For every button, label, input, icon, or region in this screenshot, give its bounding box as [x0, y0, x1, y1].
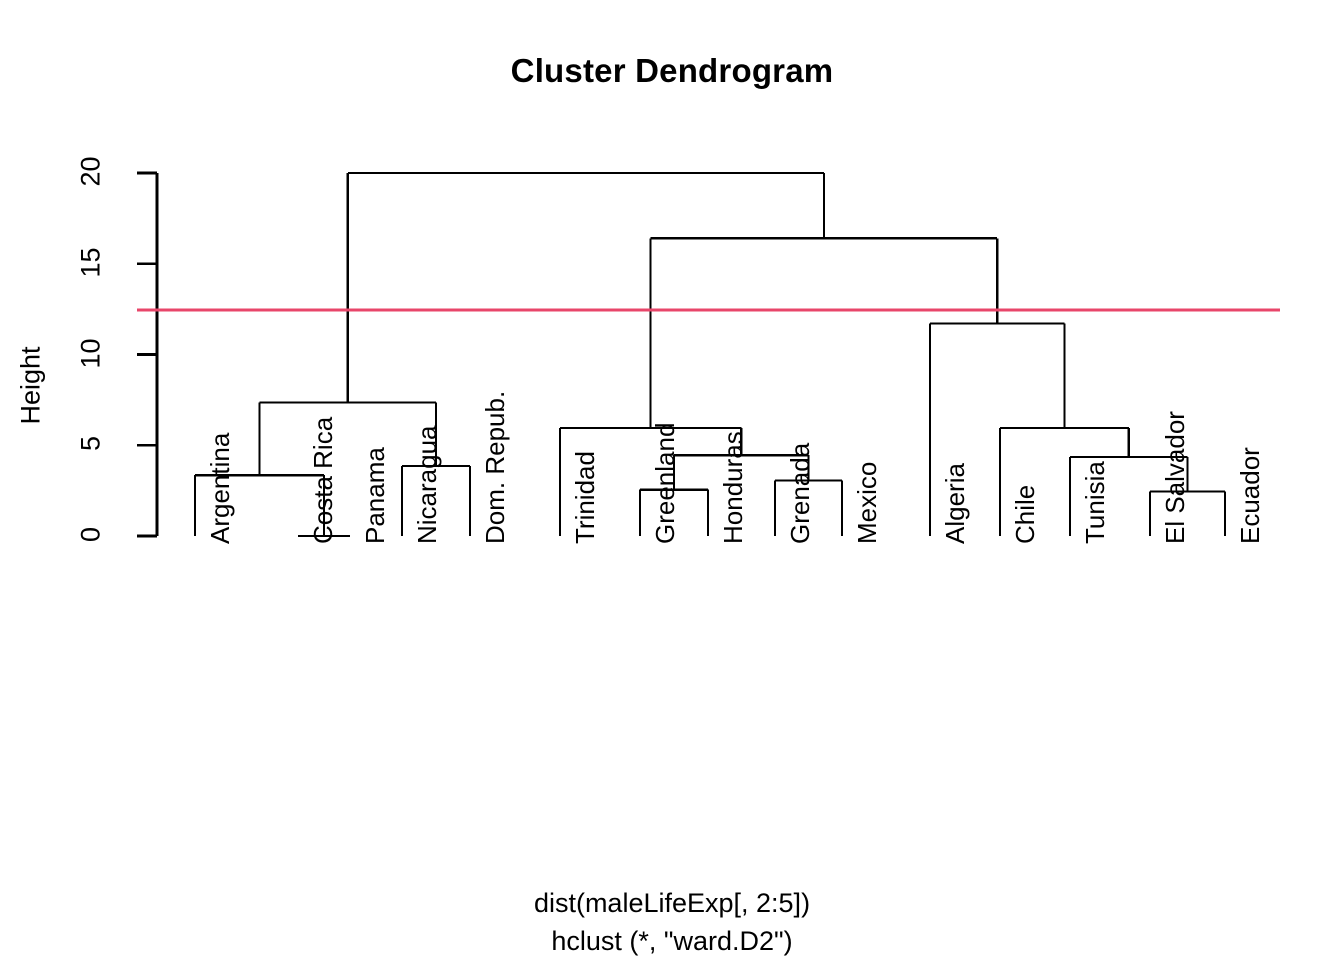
caption-line-2: hclust (*, "ward.D2") — [551, 926, 793, 956]
caption-line-1: dist(maleLifeExp[, 2:5]) — [533, 888, 811, 918]
page-title: Cluster Dendrogram — [510, 52, 834, 89]
plot-caption: dist(maleLifeExp[, 2:5]) hclust (*, "war… — [0, 884, 1344, 960]
